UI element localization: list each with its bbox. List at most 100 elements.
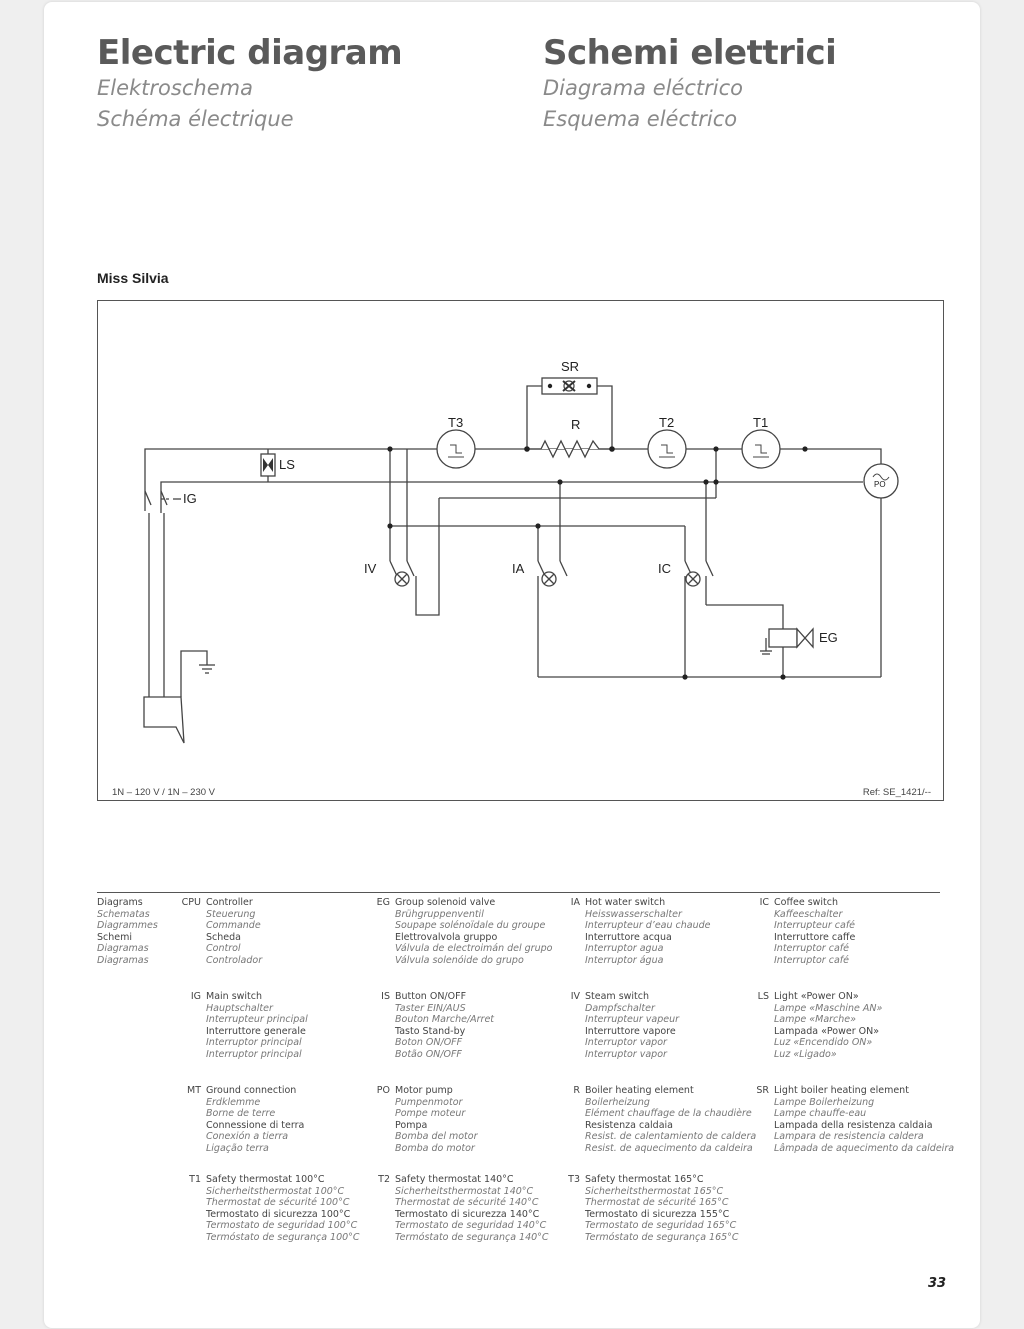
legend-code: CPU <box>181 897 201 908</box>
legend-heading-es: Diagramas <box>97 943 149 955</box>
legend-line: Safety thermostat 100°C <box>206 1174 325 1185</box>
label-ls: LS <box>279 457 295 472</box>
title-en: Electric diagram <box>97 33 403 73</box>
label-r: R <box>571 417 580 432</box>
legend-line: Group solenoid valve <box>395 897 496 908</box>
legend-line: Connessione di terra <box>206 1119 305 1131</box>
legend-line: Interruptor café <box>774 943 849 955</box>
pump-wave-icon <box>872 473 890 481</box>
subtitle-pt: Esquema eléctrico <box>543 107 738 131</box>
ground-lead <box>180 650 208 697</box>
subtitle-fr: Schéma électrique <box>97 107 294 131</box>
legend-line: Interruptor principal <box>206 1037 302 1049</box>
legend-line: Scheda <box>206 931 241 943</box>
pump-po <box>863 463 899 499</box>
ig-blade-right <box>160 490 168 506</box>
legend-code: T2 <box>378 1174 390 1185</box>
legend-heading-en: Diagrams <box>97 897 143 908</box>
legend-line: Termostato de seguridad 100°C <box>206 1220 358 1232</box>
legend-line: Safety thermostat 165°C <box>585 1174 704 1185</box>
legend-code: T3 <box>568 1174 580 1185</box>
legend-line: Elément chauffage de la chaudière <box>585 1108 752 1120</box>
legend-code: IC <box>759 897 769 908</box>
legend-line: Sicherheitsthermostat 140°C <box>395 1185 534 1197</box>
legend-heading-fr: Diagrammes <box>97 920 158 932</box>
live-wire <box>144 448 882 677</box>
legend-line: Interrupteur principal <box>206 1014 308 1026</box>
plug <box>143 696 185 744</box>
legend-line: Termostato de seguridad 140°C <box>395 1220 547 1232</box>
legend-line: Lampe «Marche» <box>774 1014 857 1026</box>
legend-line: Lampe Boilerheizung <box>774 1096 875 1108</box>
legend-line: Interruptor agua <box>585 943 664 955</box>
legend-line: Resistenza caldaia <box>585 1119 673 1131</box>
legend-line: Sicherheitsthermostat 100°C <box>206 1185 345 1197</box>
legend-line: Main switch <box>206 991 263 1002</box>
legend-line: Bomba del motor <box>395 1131 478 1143</box>
legend-code: SR <box>756 1085 769 1096</box>
legend-line: Lampara de resistencia caldera <box>774 1131 924 1143</box>
legend-line: Interruptor principal <box>206 1048 302 1060</box>
label-sr: SR <box>561 359 579 374</box>
switch-iv <box>389 560 417 591</box>
legend-line: Dampfschalter <box>585 1002 655 1014</box>
legend-line: Sicherheitsthermostat 165°C <box>585 1185 724 1197</box>
legend-line: Termostato di sicurezza 155°C <box>585 1208 730 1220</box>
label-po: PO <box>874 480 886 489</box>
legend-line: Interruttore caffe <box>774 931 856 943</box>
legend-line: Interruptor vapor <box>585 1048 667 1060</box>
legend-line: Termóstato de segurança 100°C <box>206 1231 360 1243</box>
legend-line: Válvula solenóide do grupo <box>395 954 524 966</box>
legend-line: Safety thermostat 140°C <box>395 1174 514 1185</box>
legend-line: Thermostat de sécurité 100°C <box>206 1197 350 1209</box>
legend-line: Resist. de calentamiento de caldera <box>585 1131 757 1143</box>
legend-line: Luz «Encendido ON» <box>774 1037 873 1049</box>
legend-line: Ground connection <box>206 1085 297 1096</box>
legend-line: Steam switch <box>585 991 650 1002</box>
legend-line: Interruttore vapore <box>585 1025 676 1037</box>
legend-line: Pompa <box>395 1119 428 1131</box>
legend-line: Steuerung <box>206 908 256 920</box>
t2-symbol <box>659 444 675 458</box>
legend-line: Kaffeeschalter <box>774 908 843 920</box>
legend-line: Válvula de electroimán del grupo <box>395 943 553 955</box>
resistor-r <box>527 439 612 459</box>
legend-text: Light «Power ON»Lampe «Maschine AN»Lampe… <box>774 991 882 1061</box>
legend-code: IG <box>190 991 201 1002</box>
iv-return <box>415 498 440 616</box>
legend-line: Light boiler heating element <box>774 1085 909 1096</box>
label-eg: EG <box>819 630 838 645</box>
legend-line: Boton ON/OFF <box>395 1037 463 1049</box>
legend-line: Termostato di sicurezza 100°C <box>206 1208 351 1220</box>
legend-line: Termostato de seguridad 165°C <box>585 1220 737 1232</box>
legend-line: Interrupteur d’eau chaude <box>585 920 711 932</box>
label-ig: IG <box>183 491 197 506</box>
legend-line: Elettrovalvola gruppo <box>395 931 498 943</box>
lamp-ls-icon <box>263 458 273 472</box>
legend-code: R <box>573 1085 580 1096</box>
legend-line: Termóstato de segurança 140°C <box>395 1231 549 1243</box>
legend-line: Botão ON/OFF <box>395 1048 462 1060</box>
legend-heading-it: Schemi <box>97 931 133 943</box>
legend-code: EG <box>376 897 390 908</box>
legend-line: Coffee switch <box>774 897 839 908</box>
legend-line: Lampada «Power ON» <box>774 1025 880 1037</box>
legend-code: PO <box>376 1085 390 1096</box>
legend-line: Termostato di sicurezza 140°C <box>395 1208 540 1220</box>
solenoid-valve <box>796 627 814 649</box>
legend-line: Interruttore acqua <box>585 931 672 943</box>
legend-line: Interruptor café <box>774 954 849 966</box>
legend-heading-pt: Diagramas <box>97 954 149 966</box>
label-t1: T1 <box>753 415 768 430</box>
neutral-wire <box>160 481 863 513</box>
switch-ia <box>537 560 568 677</box>
legend-line: Thermostat de sécurité 165°C <box>585 1197 729 1209</box>
legend-line: Lâmpada de aquecimento da caldeira <box>774 1142 955 1154</box>
legend-line: Brühgruppenventil <box>395 908 484 920</box>
legend-code: MT <box>187 1085 201 1096</box>
legend-code: LS <box>757 991 769 1002</box>
